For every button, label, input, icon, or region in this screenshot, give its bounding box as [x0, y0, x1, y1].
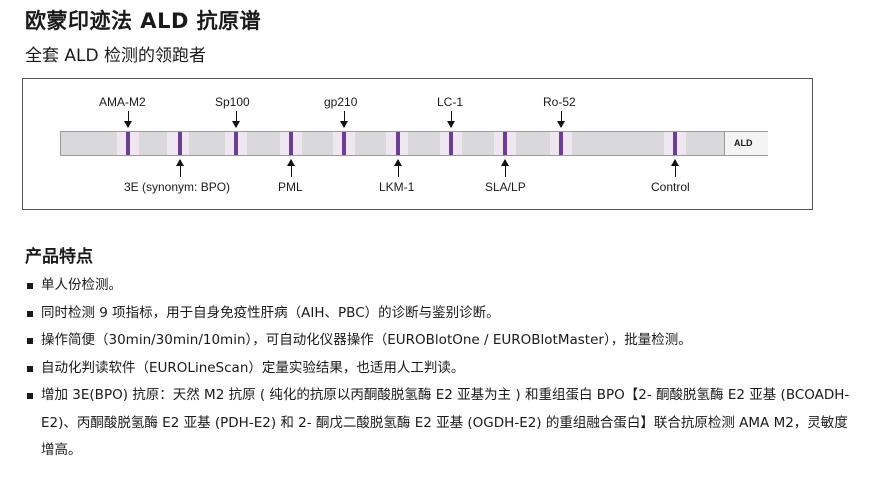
arrow-up-icon	[394, 159, 402, 177]
antigen-label-ro-52: Ro-52	[543, 95, 576, 109]
antigen-label-ama-m2: AMA-M2	[99, 95, 146, 109]
antigen-label-pml: PML	[278, 180, 303, 194]
arrow-down-icon	[232, 111, 240, 128]
band-pml	[289, 132, 293, 155]
antigen-label-sp100: Sp100	[215, 95, 250, 109]
features-list: 单人份检测。 同时检测 9 项指标，用于自身免疫性肝病（AIH、PBC）的诊断与…	[25, 272, 855, 465]
band-ro-52	[559, 132, 563, 155]
band-sp100	[234, 132, 238, 155]
arrow-down-icon	[557, 111, 565, 128]
band-gp210	[342, 132, 346, 155]
antigen-label-lc-1: LC-1	[437, 95, 464, 109]
page-title: 欧蒙印迹法 ALD 抗原谱	[25, 9, 262, 33]
band-control	[673, 132, 677, 155]
antigen-label-gp210: gp210	[324, 95, 358, 109]
feature-item: 同时检测 9 项指标，用于自身免疫性肝病（AIH、PBC）的诊断与鉴别诊断。	[25, 300, 855, 328]
strip-label-cap	[724, 132, 768, 155]
antigen-label-3e-bpo: 3E (synonym: BPO)	[124, 180, 231, 194]
arrow-down-icon	[124, 111, 132, 128]
arrow-down-icon	[340, 111, 348, 128]
band-sla-lp	[503, 132, 507, 155]
arrow-up-icon	[501, 159, 509, 177]
antigen-label-sla-lp: SLA/LP	[485, 180, 526, 194]
feature-item: 单人份检测。	[25, 272, 855, 300]
band-lc-1	[449, 132, 453, 155]
feature-item: 增加 3E(BPO) 抗原：天然 M2 抗原 ( 纯化的抗原以丙酮酸脱氢酶 E2…	[25, 382, 855, 465]
band-ama-m2	[126, 132, 130, 155]
band-3e-bpo	[178, 132, 182, 155]
band-lkm-1	[396, 132, 400, 155]
arrow-up-icon	[671, 159, 679, 177]
arrow-up-icon	[176, 159, 184, 177]
page-subtitle: 全套 ALD 检测的领跑者	[25, 46, 206, 66]
arrow-down-icon	[447, 111, 455, 128]
feature-item: 自动化判读软件（EUROLineScan）定量实验结果，也适用人工判读。	[25, 355, 855, 383]
feature-item: 操作简便（30min/30min/10min），可自动化仪器操作（EUROBlo…	[25, 327, 855, 355]
antigen-label-control: Control	[651, 180, 690, 194]
strip-label: ALD	[734, 138, 753, 148]
antigen-label-lkm-1: LKM-1	[379, 180, 415, 194]
arrow-up-icon	[287, 159, 295, 177]
features-heading: 产品特点	[25, 247, 93, 267]
